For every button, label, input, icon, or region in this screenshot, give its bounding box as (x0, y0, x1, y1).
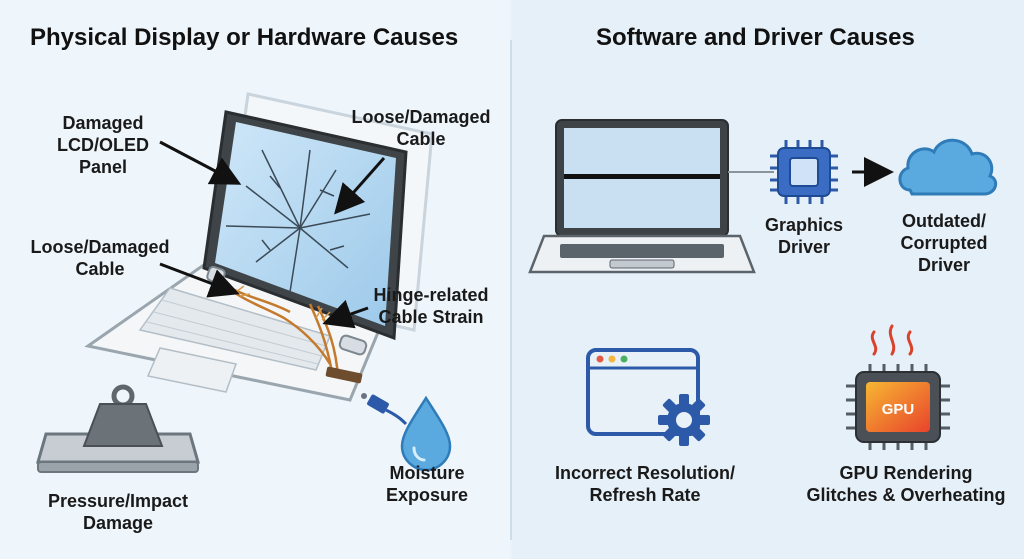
gpu-chip-label: GPU (882, 401, 915, 418)
annotation-arrows (159, 140, 386, 329)
broken-laptop-illustration (84, 92, 434, 402)
screen-crack (225, 149, 371, 293)
heat-icon (870, 324, 914, 356)
label-outdated-driver: Outdated/ Corrupted Driver (900, 211, 988, 275)
panel-divider (510, 40, 512, 540)
gpu-chip-icon: GPU (846, 324, 950, 450)
gear-icon (658, 394, 710, 446)
label-graphics-driver: Graphics Driver (764, 215, 844, 257)
label-incorrect-resolution: Incorrect Resolution/ Refresh Rate (554, 463, 736, 505)
water-drop-icon (400, 395, 452, 472)
label-loose-cable-top: Loose/Damaged Cable (351, 107, 491, 149)
hardware-title: Physical Display or Hardware Causes (30, 24, 459, 51)
label-pressure-impact: Pressure/Impact Damage (47, 491, 189, 533)
label-moisture: Moisture Exposure (385, 463, 469, 505)
cloud-icon (898, 138, 998, 196)
software-panel (512, 0, 1024, 559)
label-hinge-strain: Hinge-related Cable Strain (373, 285, 489, 327)
weight-on-laptop-icon (36, 384, 200, 473)
settings-window-icon (586, 348, 710, 446)
label-gpu-glitches: GPU Rendering Glitches & Overheating (806, 463, 1006, 505)
laptop-with-display-line (528, 119, 756, 274)
usb-plug-icon (361, 393, 408, 426)
graphics-chip-icon (770, 140, 838, 204)
label-damaged-panel: Damaged LCD/OLED Panel (57, 113, 149, 177)
software-title: Software and Driver Causes (596, 24, 915, 51)
label-loose-cable-left: Loose/Damaged Cable (30, 237, 170, 279)
